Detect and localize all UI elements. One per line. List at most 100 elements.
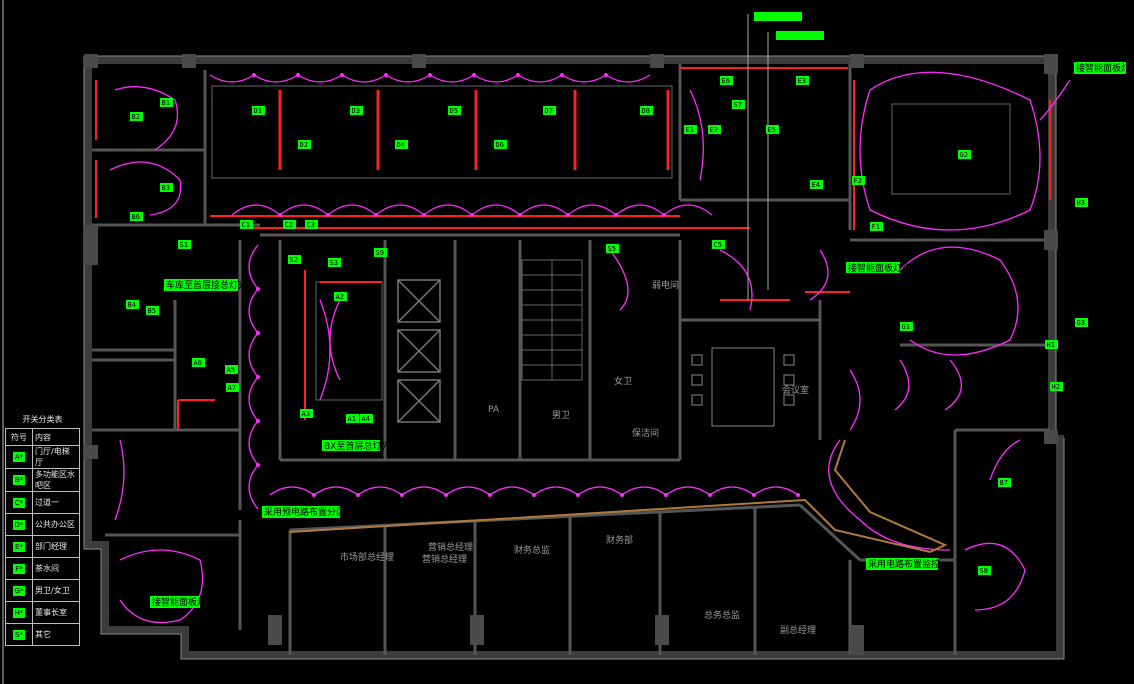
switch-tag: E5 [766,125,779,134]
room-label-weak-current: 弱电间 [652,279,679,291]
switch-tag: A4 [360,414,373,423]
switch-tag: D6 [494,140,507,149]
switch-tag: A5 [225,365,238,374]
switch-tag: E4 [810,180,823,189]
switch-tag-label: A2 [336,293,344,301]
legend-content: 茶水间 [32,557,80,580]
switch-tag: F2 [852,176,865,185]
switch-tag: H1 [1045,340,1058,349]
switch-tag: D5 [448,106,461,115]
switch-tag: S1 [178,240,191,249]
legend-row: S* 其它 [5,623,80,646]
switch-tag: E6 [720,76,733,85]
switch-tag: A7 [226,383,239,392]
switch-tag: B3 [160,183,173,192]
switch-tag-label: H1 [1047,341,1055,349]
switch-tag-label: A6 [194,359,202,367]
switch-tag-label: C2 [285,221,293,229]
switch-tag-label: D4 [397,141,405,149]
switch-tag-label: H2 [1052,383,1060,391]
switch-tag: A3 [300,409,313,418]
switch-tag-label: S3 [330,259,338,267]
emergency-lines [95,67,1051,430]
switch-tag: B5 [146,306,159,315]
legend-symbol: E* [13,541,25,552]
switch-tag: S7 [732,100,745,109]
switch-tag: D2 [298,140,311,149]
switch-tag: A6 [192,358,205,367]
switch-tag-label: B4 [128,301,136,309]
switch-tag: S9 [374,248,387,257]
legend-content: 过道一 [32,491,80,514]
switch-tag: C1 [240,220,253,229]
note-circuit-zones: 采用预电路布置分区 [264,506,345,518]
legend-content: 男卫/女卫 [32,579,80,602]
switch-tag-label: H3 [1077,199,1085,207]
note-monitoring: 采用电路布置监控 [868,558,940,570]
switch-tag: D3 [350,106,363,115]
switch-tag: C2 [283,220,296,229]
switch-tag-label: A4 [362,415,370,423]
annotation-notes: 接智能面板灯光 车库至首层接总灯光 接智能面板灯光 BX至首层总灯光 接智能面板… [150,62,1134,608]
legend-row: C* 过道一 [5,491,80,514]
legend-symbol: A* [12,452,26,462]
switch-tag-label: D7 [545,107,553,115]
legend-content: 公共办公区 [32,513,80,536]
switch-tag: G2 [958,150,971,159]
meeting-table [691,347,795,427]
legend-row: H*董事长室 [5,601,80,624]
room-label-pa: PA [488,405,500,415]
riser-labels [754,12,824,40]
room-label-vice-gm: 副总经理 [780,624,816,636]
switch-tag: A1 [346,414,359,423]
legend-row: B*多功能区水吧区 [5,468,80,492]
switch-tag-label: D3 [352,107,360,115]
legend-row: E*部门经理 [5,535,80,558]
legend-row: G*男卫/女卫 [5,579,80,602]
switch-tag-label: E3 [798,77,806,85]
switch-tag-label: C1 [242,221,250,229]
switch-tag: B6 [130,212,143,221]
switch-tag-label: B7 [1000,479,1008,487]
legend-symbol: F* [13,563,25,574]
switch-tag: B4 [126,300,139,309]
switch-tag: D7 [543,106,556,115]
switch-tag-label: S7 [734,101,742,109]
legend-content: 董事长室 [32,601,80,624]
light-points [252,73,800,497]
switch-tag: S3 [328,258,341,267]
legend-symbol: B* [12,475,26,485]
legend-row: A*门厅/电梯厅 [5,445,80,469]
switch-tag-label: E4 [812,181,820,189]
legend-row: D*公共办公区 [5,513,80,536]
switch-tag-label: C5 [714,241,722,249]
switch-tag: E2 [708,125,721,134]
switch-tag: S5 [606,244,619,253]
legend-symbol: S* [13,629,25,640]
routing-path [289,439,948,554]
switch-tag-label: F1 [872,223,880,231]
switch-tag-label: D2 [300,141,308,149]
legend-header-row: 符号 内容 [5,428,80,446]
legend-title: 开关分类表 [22,415,63,424]
switch-tag-label: D8 [642,107,650,115]
legend-symbol: C* [12,497,26,508]
switch-tag-label: B6 [132,213,140,221]
switch-tag: B1 [160,98,173,107]
switch-tag-label: B2 [132,113,140,121]
switch-tag: S2 [288,255,301,264]
switch-tag-label: E1 [686,126,694,134]
switch-tag: F1 [870,222,883,231]
switch-tag-label: E6 [722,77,730,85]
switch-tag: D1 [252,106,265,115]
switch-tag-label: D5 [450,107,458,115]
legend-header-content: 内容 [32,428,80,446]
switch-tag-label: E5 [768,126,776,134]
note-smart-panel-3: 接智能面板灯光 [848,262,911,274]
room-label-finance-director: 财务总监 [514,544,550,556]
switch-tag: E3 [796,76,809,85]
switch-tag: G3 [1075,318,1088,327]
legend-content: 其它 [32,623,80,646]
room-label-male-wc: 男卫 [552,410,570,421]
